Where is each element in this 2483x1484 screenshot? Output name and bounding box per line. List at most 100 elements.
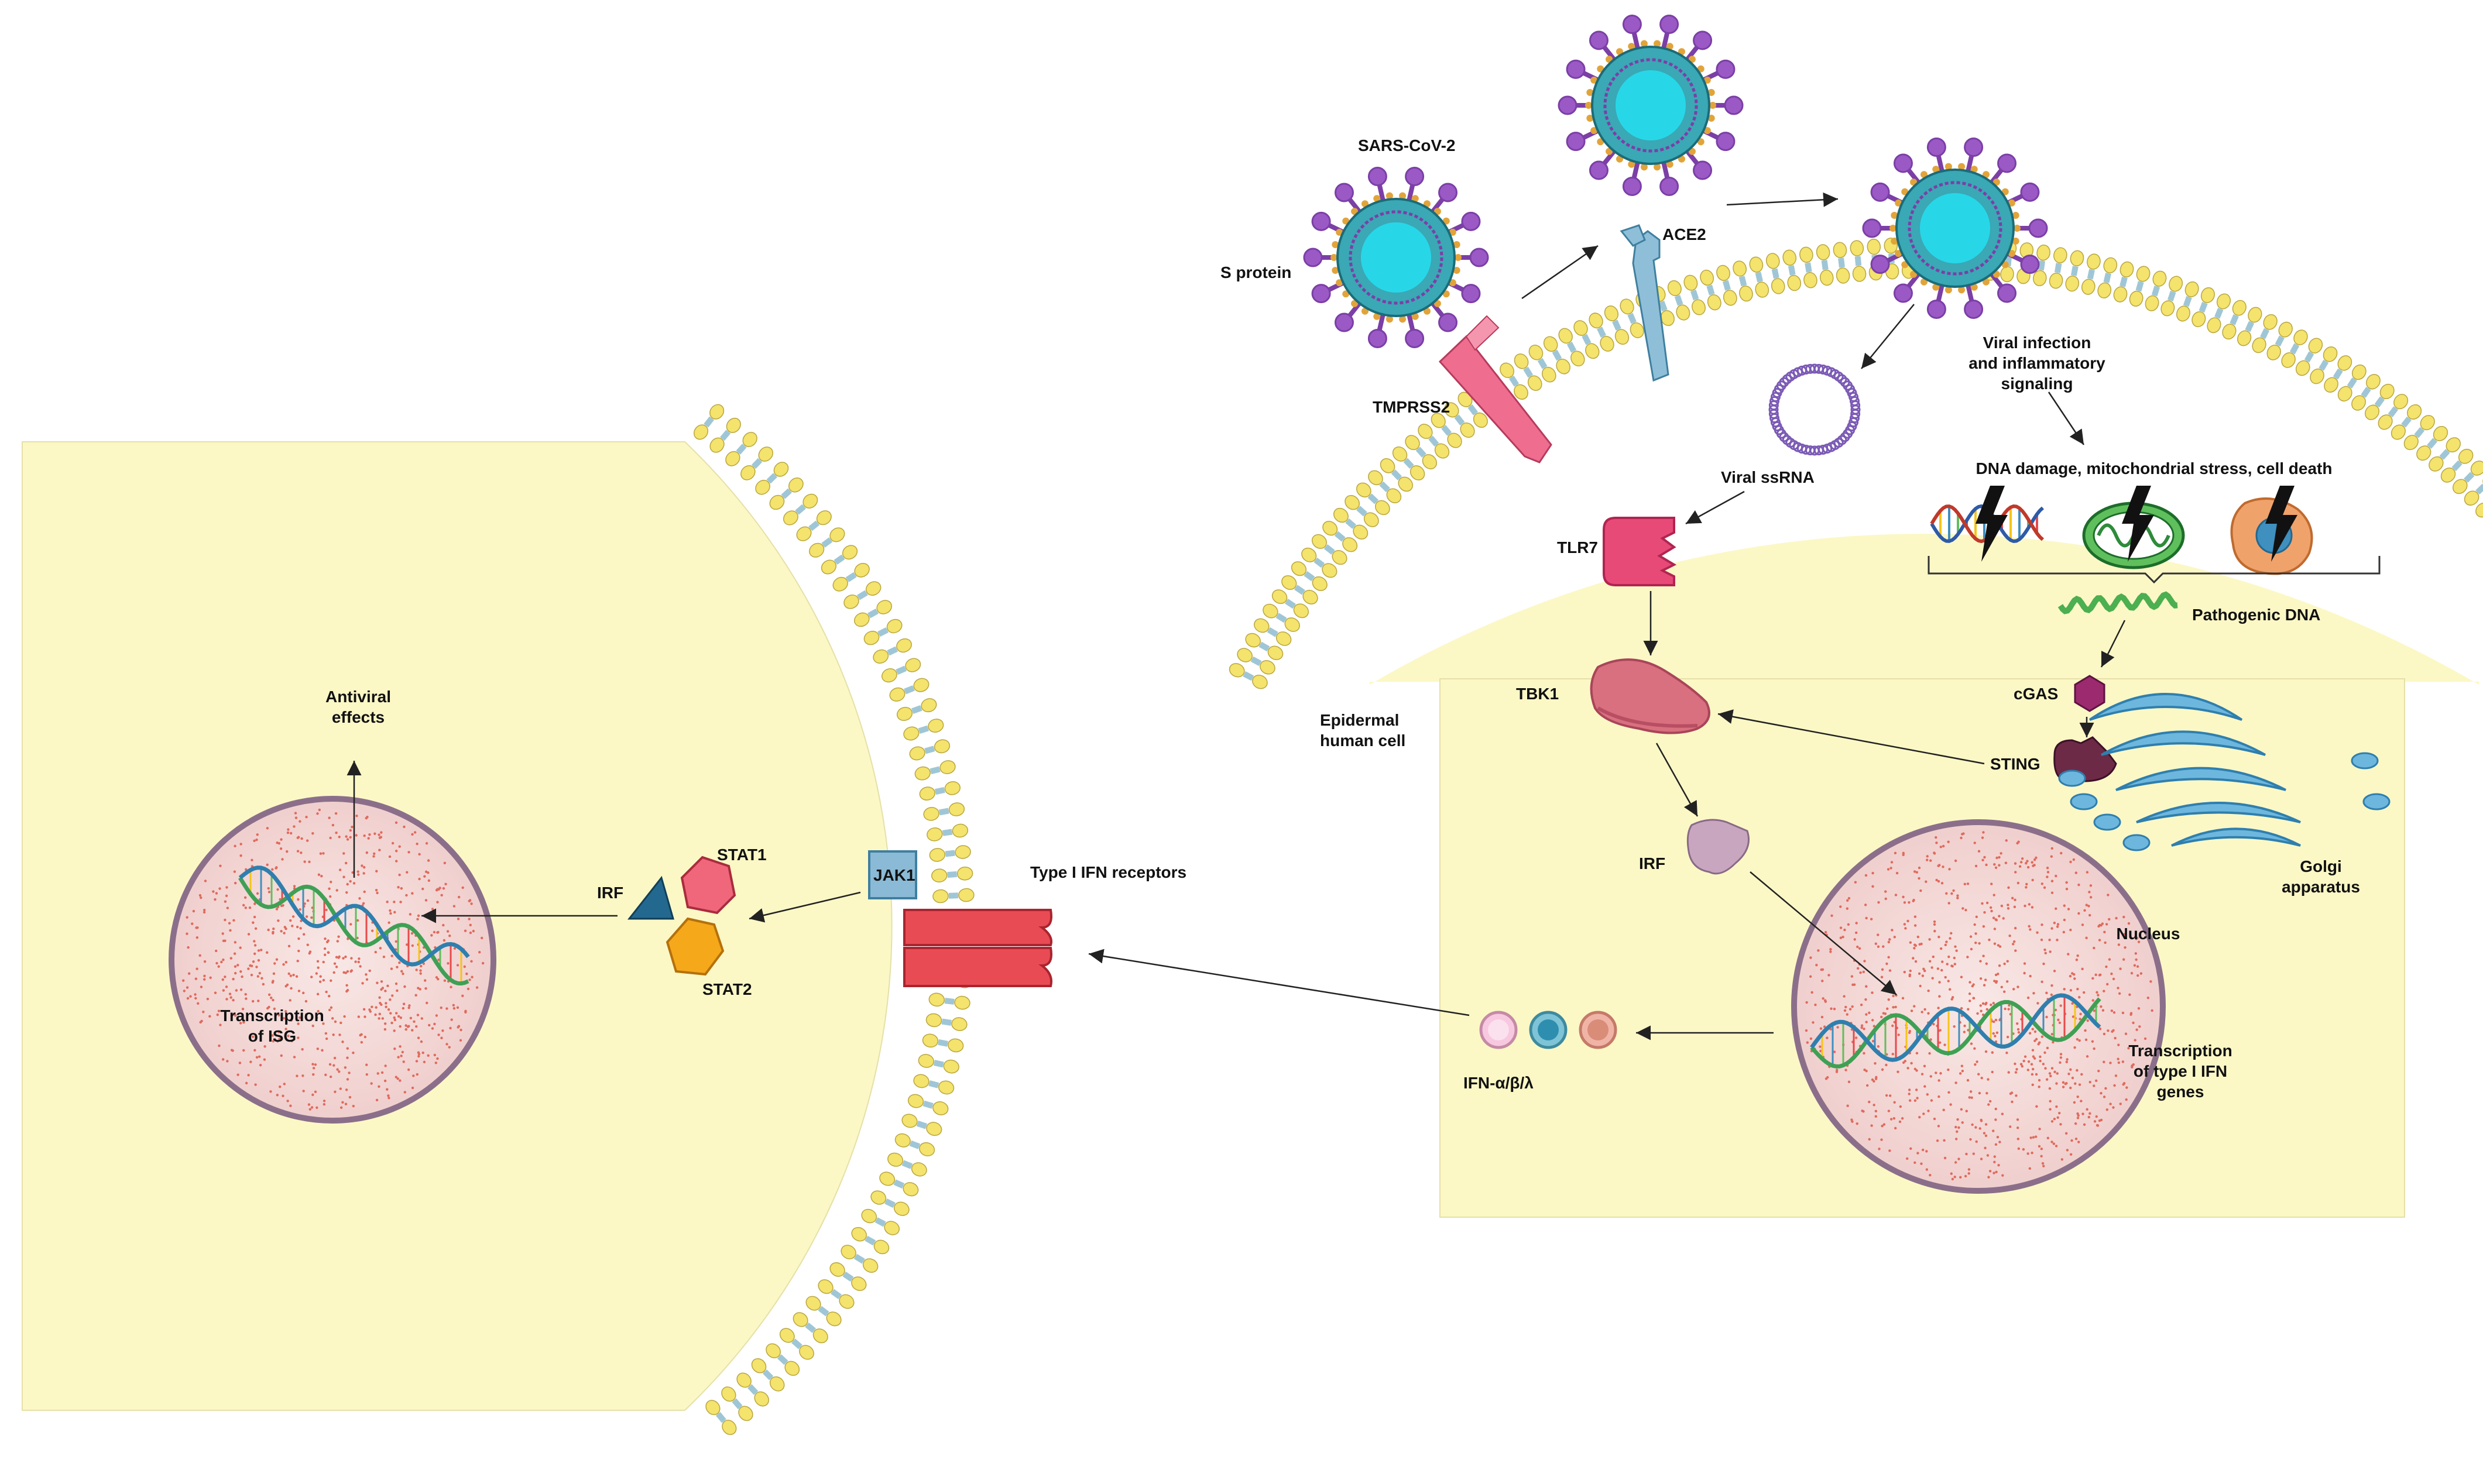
chromatin-dot	[290, 1039, 293, 1043]
chromatin-dot	[448, 1046, 451, 1049]
chromatin-dot	[409, 913, 412, 916]
chromatin-dot	[371, 1005, 373, 1008]
virus-core	[1920, 193, 1990, 263]
chromatin-dot	[1887, 868, 1890, 871]
chromatin-dot	[2104, 1087, 2107, 1090]
chromatin-dot	[1960, 1108, 1963, 1111]
lipid-head	[1765, 253, 1780, 269]
chromatin-dot	[2032, 992, 2035, 995]
virus-envelope-protein	[1707, 115, 1715, 122]
chromatin-dot	[1836, 1026, 1839, 1029]
chromatin-dot	[2055, 1105, 2058, 1108]
chromatin-dot	[1915, 1088, 1918, 1091]
chromatin-dot	[336, 1068, 339, 1071]
chromatin-dot	[442, 923, 445, 927]
chromatin-dot	[399, 1045, 402, 1048]
chromatin-dot	[2064, 1132, 2068, 1135]
chromatin-dot	[1897, 1033, 1900, 1036]
chromatin-dot	[1903, 923, 1906, 926]
chromatin-dot	[297, 937, 300, 940]
chromatin-dot	[2079, 1012, 2082, 1015]
chromatin-dot	[329, 836, 332, 840]
chromatin-dot	[2074, 1082, 2077, 1085]
chromatin-dot	[1983, 911, 1986, 914]
chromatin-dot	[236, 964, 239, 967]
chromatin-dot	[245, 997, 248, 1000]
virus-spike-head	[1303, 248, 1323, 267]
lipid-head	[1398, 476, 1414, 492]
lipid-head	[1558, 328, 1573, 344]
chromatin-dot	[186, 986, 189, 989]
chromatin-dot	[481, 961, 485, 965]
chromatin-dot	[242, 904, 245, 907]
chromatin-dot	[1855, 922, 1858, 925]
chromatin-dot	[319, 852, 323, 855]
chromatin-dot	[1956, 894, 1959, 897]
chromatin-dot	[1833, 1007, 1836, 1011]
chromatin-dot	[2010, 1091, 2014, 1094]
chromatin-dot	[1948, 868, 1951, 871]
chromatin-dot	[368, 833, 371, 836]
chromatin-dot	[2084, 1038, 2088, 1042]
chromatin-dot	[2125, 1086, 2128, 1089]
chromatin-dot	[2055, 1082, 2058, 1085]
chromatin-dot	[2057, 1018, 2060, 1022]
chromatin-dot	[306, 839, 309, 842]
chromatin-dot	[296, 836, 299, 839]
chromatin-dot	[346, 882, 349, 886]
chromatin-dot	[2050, 1120, 2054, 1123]
chromatin-dot	[1982, 954, 1985, 957]
chromatin-dot	[2052, 1142, 2056, 1145]
chromatin-dot	[1833, 1050, 1836, 1053]
lipid-head	[2113, 286, 2128, 303]
chromatin-dot	[385, 1002, 387, 1005]
chromatin-dot	[396, 966, 399, 968]
chromatin-dot	[2048, 1072, 2052, 1075]
lipid-head	[788, 478, 804, 493]
irf-right-icon	[1686, 819, 1750, 875]
lipid-head	[2324, 377, 2338, 393]
chromatin-dot	[2103, 1060, 2105, 1063]
chromatin-dot	[1863, 1052, 1865, 1055]
chromatin-dot	[1967, 1008, 1970, 1011]
chromatin-dot	[277, 919, 280, 922]
chromatin-dot	[2086, 1019, 2089, 1022]
chromatin-dot	[325, 908, 328, 912]
chromatin-dot	[293, 825, 296, 828]
chromatin-dot	[1843, 1009, 1847, 1012]
chromatin-dot	[1959, 1072, 1962, 1075]
chromatin-dot	[433, 930, 436, 934]
chromatin-dot	[1985, 901, 1989, 905]
lipid-head	[1585, 343, 1600, 359]
chromatin-dot	[1975, 915, 1978, 918]
chromatin-dot	[1887, 1109, 1891, 1112]
chromatin-dot	[2065, 888, 2069, 891]
chromatin-dot	[2053, 970, 2056, 973]
chromatin-dot	[1954, 859, 1957, 863]
chromatin-dot	[2076, 987, 2079, 991]
lipid-head	[796, 526, 812, 541]
chromatin-dot	[312, 1067, 315, 1070]
chromatin-dot	[1860, 1026, 1863, 1029]
lipid-head	[841, 1245, 856, 1259]
chromatin-dot	[1920, 1073, 1924, 1076]
lipid-head	[1667, 280, 1682, 297]
chromatin-dot	[1887, 998, 1890, 1001]
chromatin-dot	[1973, 841, 1976, 844]
chromatin-dot	[2029, 1136, 2032, 1139]
chromatin-dot	[393, 1047, 396, 1050]
lipid-head	[755, 479, 770, 495]
virus-spike-head	[1405, 328, 1425, 348]
chromatin-dot	[1988, 1170, 1992, 1173]
chromatin-dot	[1909, 941, 1912, 944]
chromatin-dot	[1898, 1120, 1902, 1124]
chromatin-dot	[2063, 918, 2066, 922]
chromatin-dot	[2023, 962, 2026, 965]
chromatin-dot	[415, 1060, 419, 1063]
lipid-tail	[1771, 268, 1779, 279]
chromatin-dot	[1874, 1109, 1878, 1113]
chromatin-dot	[271, 1034, 274, 1037]
chromatin-dot	[2045, 1078, 2049, 1081]
chromatin-dot	[1950, 932, 1953, 935]
chromatin-dot	[294, 816, 298, 819]
